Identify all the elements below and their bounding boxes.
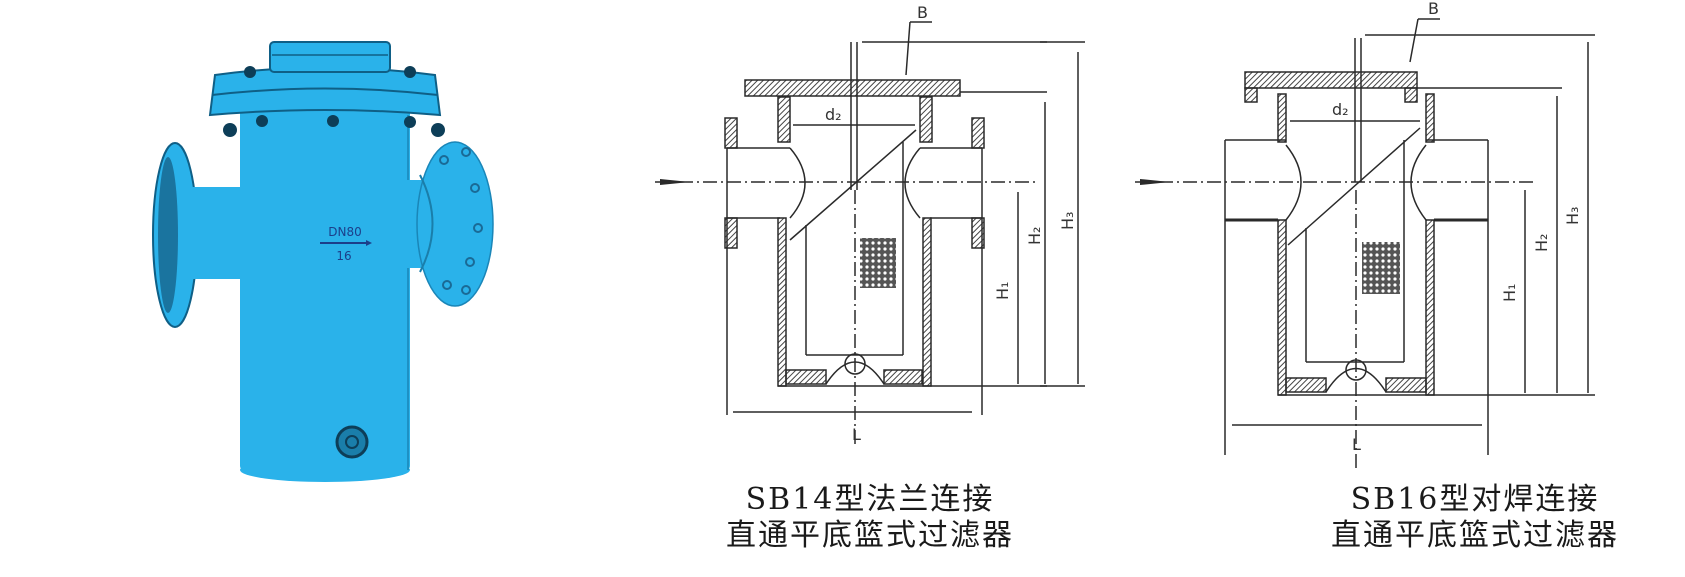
label-h1: H₁ [993,282,1012,300]
label-d2: d₂ [825,105,842,124]
label-b: B [1428,0,1439,18]
label-h3: H₃ [1058,212,1077,230]
label-h2: H₂ [1025,227,1044,245]
drawing-sb14-h3: H₃ [1040,0,1130,480]
caption-sb14: SB14型法兰连接 直通平底篮式过滤器 [690,482,1050,554]
sb14-cross-section: B d₂ L H₁ H₂ [655,3,1047,445]
drawing-sb14: B d₂ L H₁ H₂ [600,0,1050,480]
label-l: L [1352,435,1361,454]
label-b: B [917,3,928,22]
sb16-cross-section: B d₂ L H₁ H₂ H₃ [1135,0,1595,470]
drawing-sb16: B d₂ L H₁ H₂ H₃ [1130,0,1685,480]
basket-strainer-illustration: DN80 16 [152,41,494,482]
caption-sb16-title: SB16型对焊连接 [1350,482,1600,517]
label-h1: H₁ [1500,284,1519,302]
label-l: L [852,425,861,444]
product-photo: DN80 16 [150,30,550,500]
caption-sb14-title: SB14型法兰连接 [745,482,995,517]
label-h3: H₃ [1563,207,1582,225]
label-h2: H₂ [1532,234,1551,252]
label-d2: d₂ [1332,100,1349,119]
pressure-marking: 16 [336,249,351,263]
caption-sb14-subtitle: 直通平底篮式过滤器 [726,518,1014,553]
caption-sb16-subtitle: 直通平底篮式过滤器 [1331,518,1619,553]
size-marking: DN80 [328,225,362,239]
caption-sb16: SB16型对焊连接 直通平底篮式过滤器 [1290,482,1660,554]
